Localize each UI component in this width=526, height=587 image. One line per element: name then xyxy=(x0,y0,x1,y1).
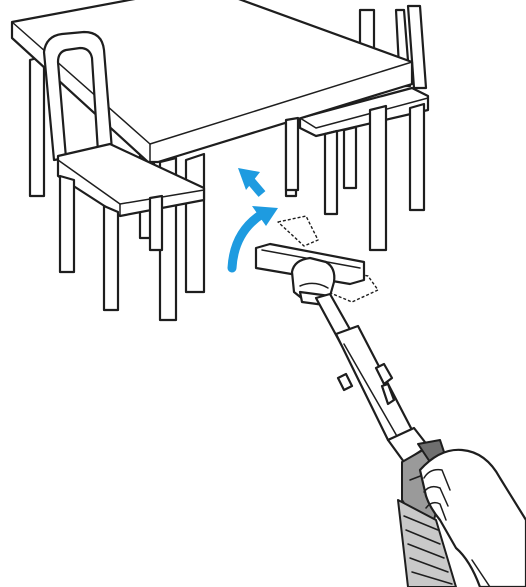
direction-arrow-icon xyxy=(238,168,266,197)
vacuum-pipe xyxy=(314,292,414,442)
lift-arrow-icon xyxy=(227,206,278,273)
hand-illustration xyxy=(418,448,526,587)
vacuum-hose xyxy=(397,499,457,587)
table xyxy=(10,0,414,322)
front-chair xyxy=(42,30,206,312)
back-chair xyxy=(284,4,430,216)
